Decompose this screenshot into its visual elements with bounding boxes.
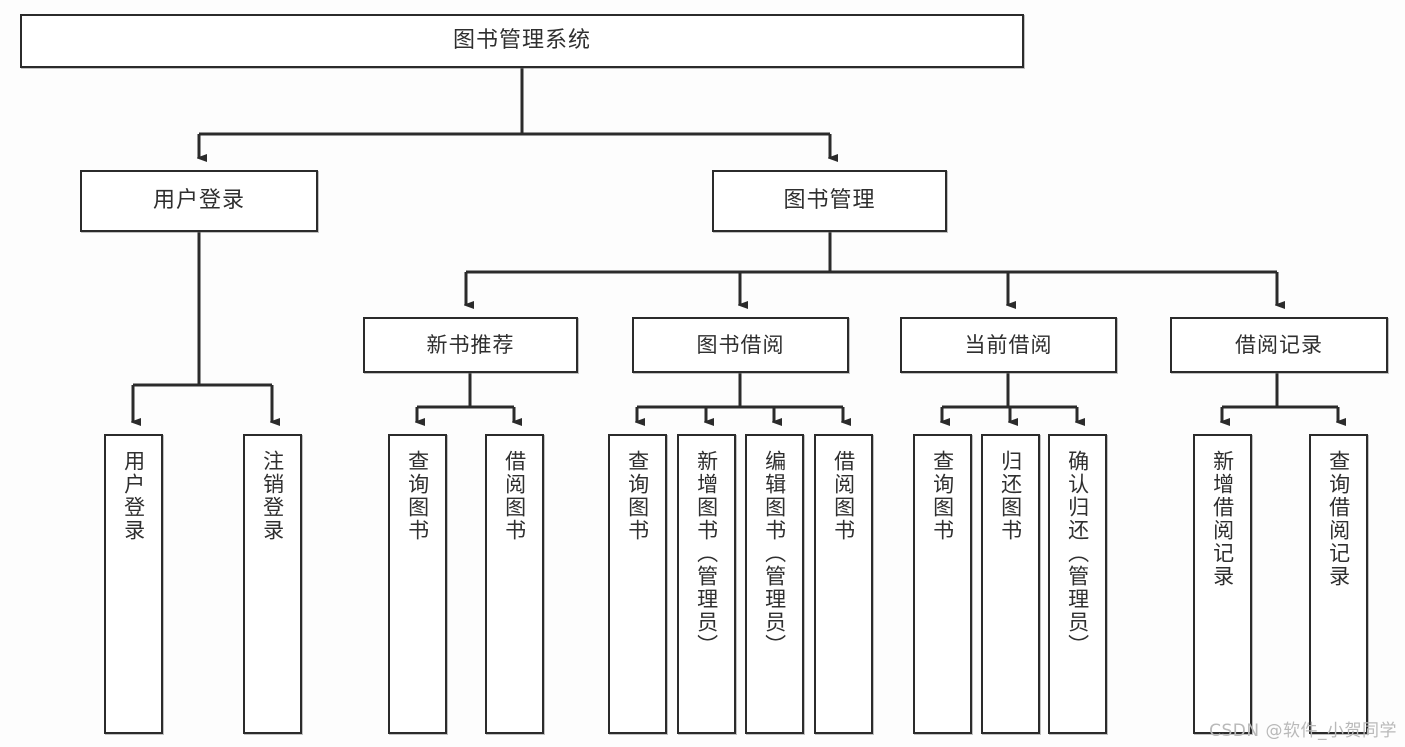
node-current-borrow-label: 当前借阅 — [964, 332, 1053, 357]
node-root[interactable]: 图书管理系统 — [20, 14, 1024, 68]
node-leaf-query-book-2[interactable]: 查询图书 — [608, 434, 667, 734]
node-book-manage-label: 图书管理 — [783, 188, 876, 214]
node-root-label: 图书管理系统 — [452, 28, 591, 54]
node-leaf-query-record[interactable]: 查询借阅记录 — [1309, 434, 1368, 734]
node-user-login-label: 用户登录 — [152, 188, 245, 214]
node-leaf-borrow-book-1-label: 借阅图书 — [502, 450, 527, 542]
node-leaf-add-book-label: 新增图书（管理员） — [694, 450, 719, 657]
node-book-borrow-label: 图书借阅 — [696, 332, 785, 357]
node-leaf-query-record-label: 查询借阅记录 — [1326, 450, 1351, 588]
node-leaf-add-book[interactable]: 新增图书（管理员） — [677, 434, 736, 734]
node-leaf-borrow-book-2-label: 借阅图书 — [831, 450, 856, 542]
node-borrow-record-label: 借阅记录 — [1235, 332, 1323, 357]
node-leaf-confirm-return-label: 确认归还（管理员） — [1065, 450, 1090, 657]
node-borrow-record[interactable]: 借阅记录 — [1170, 317, 1388, 373]
node-new-book-rec[interactable]: 新书推荐 — [363, 317, 578, 373]
node-leaf-confirm-return[interactable]: 确认归还（管理员） — [1048, 434, 1107, 734]
node-book-manage[interactable]: 图书管理 — [712, 170, 947, 232]
node-leaf-edit-book-label: 编辑图书（管理员） — [762, 450, 787, 657]
node-leaf-query-book-1-label: 查询图书 — [405, 450, 430, 542]
node-user-login[interactable]: 用户登录 — [80, 170, 318, 232]
node-leaf-add-record-label: 新增借阅记录 — [1210, 450, 1235, 588]
node-leaf-borrow-book-1[interactable]: 借阅图书 — [485, 434, 544, 734]
node-leaf-user-logout[interactable]: 注销登录 — [243, 434, 302, 734]
node-new-book-rec-label: 新书推荐 — [426, 332, 515, 357]
csdn-watermark: CSDN @软件_小贺同学 — [1209, 721, 1397, 741]
node-current-borrow[interactable]: 当前借阅 — [900, 317, 1117, 373]
node-leaf-return-book[interactable]: 归还图书 — [981, 434, 1040, 734]
node-leaf-edit-book[interactable]: 编辑图书（管理员） — [745, 434, 804, 734]
node-leaf-query-book-2-label: 查询图书 — [625, 450, 650, 542]
node-leaf-query-book-1[interactable]: 查询图书 — [388, 434, 447, 734]
node-leaf-query-book-3[interactable]: 查询图书 — [913, 434, 972, 734]
node-leaf-user-login[interactable]: 用户登录 — [104, 434, 163, 734]
node-leaf-add-record[interactable]: 新增借阅记录 — [1193, 434, 1252, 734]
node-leaf-return-book-label: 归还图书 — [998, 450, 1023, 542]
node-book-borrow[interactable]: 图书借阅 — [632, 317, 849, 373]
node-leaf-borrow-book-2[interactable]: 借阅图书 — [814, 434, 873, 734]
node-leaf-user-login-label: 用户登录 — [121, 450, 146, 542]
node-leaf-query-book-3-label: 查询图书 — [930, 450, 955, 542]
node-leaf-user-logout-label: 注销登录 — [260, 450, 285, 542]
